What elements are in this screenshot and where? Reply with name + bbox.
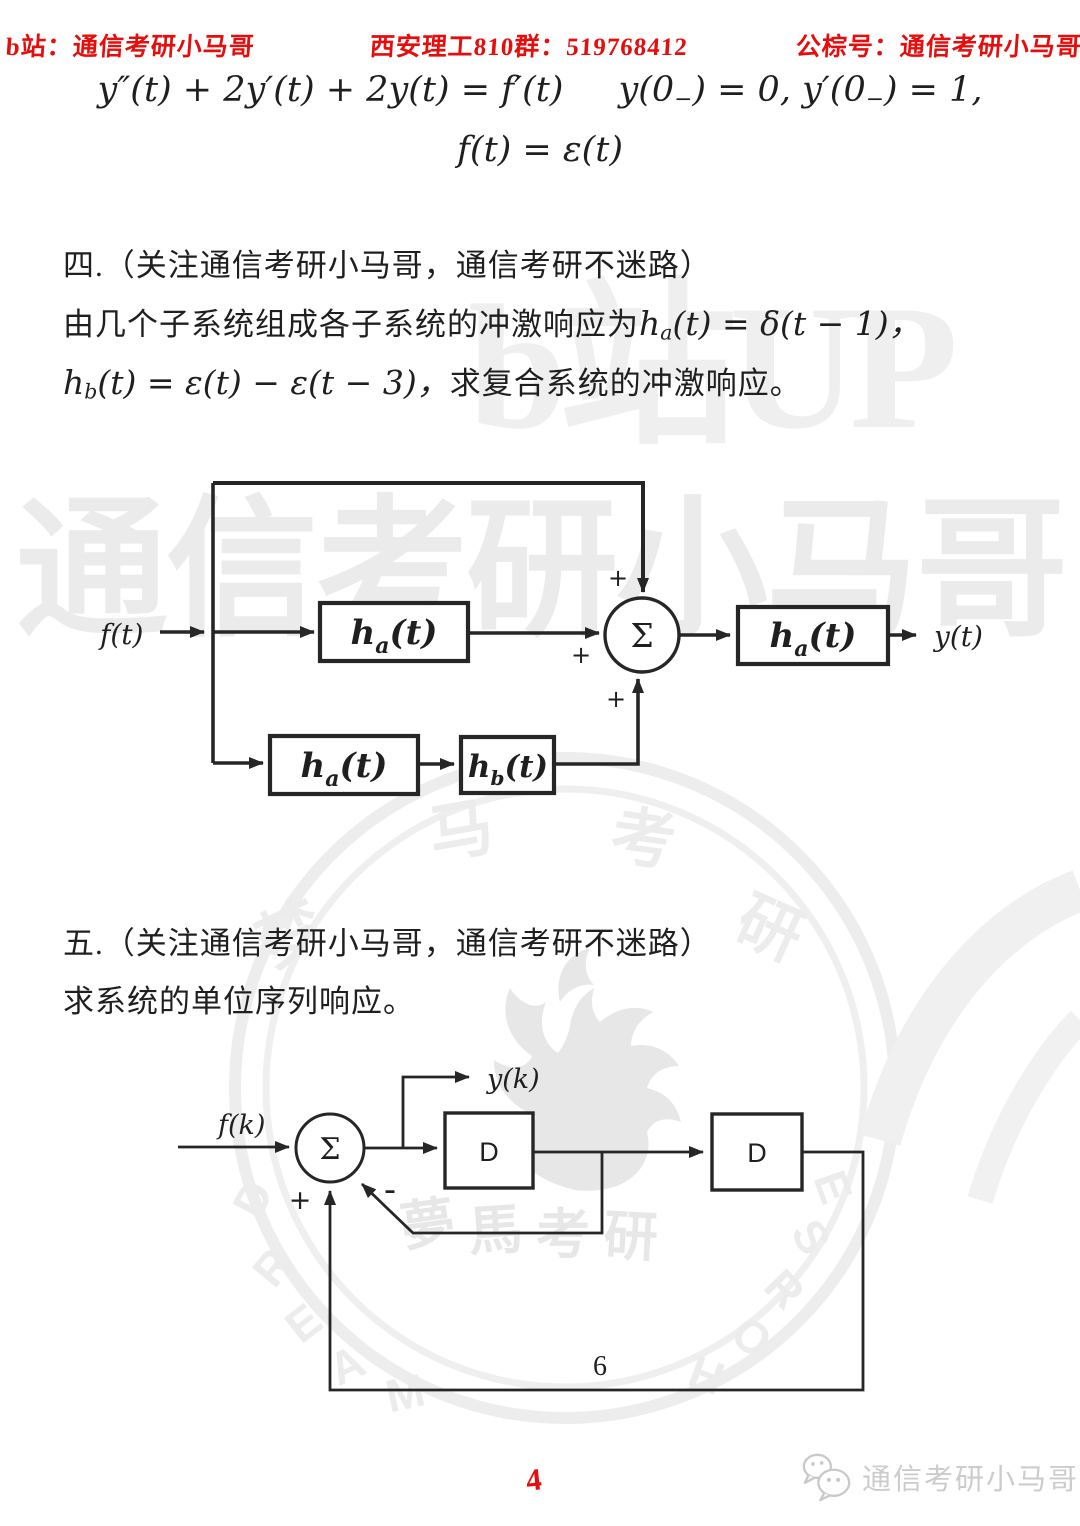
header-qq-group-label: 西安理工810群：519768412 — [368, 34, 689, 61]
sigma-symbol: Σ — [630, 616, 653, 655]
question4-body-line1: 由几个子系统组成各子系统的冲激响应为ha(t) = δ(t − 1)， — [63, 297, 922, 345]
output-signal-label: y(k) — [486, 1064, 540, 1095]
hb-impulse-response-formula: hb(t) = ε(t) − ε(t − 3)， — [63, 363, 450, 404]
question4-text-suffix: 求复合系统的冲激响应。 — [449, 366, 802, 401]
question4-text-prefix: 由几个子系统组成各子系统的冲激响应为 — [63, 307, 639, 342]
page-number: 4 — [524, 1461, 544, 1498]
summing-junction — [294, 1112, 366, 1184]
watermark-feather-stroke-small — [967, 1010, 1080, 1204]
delay-2-label: D — [747, 1138, 767, 1168]
diagram-discrete-system: f(k) y(k) Σ D D + - 6 — [178, 1064, 865, 1392]
footer-brand-label: 通信考研小马哥 — [862, 1464, 1080, 1496]
output-branch-line — [401, 1071, 470, 1148]
block-label-hb-bottom: hb(t) — [468, 749, 548, 790]
plus-sign-top: + — [608, 564, 628, 592]
equation-initial-conditions: y(0−) = 0, y′(0−) = 1, — [618, 70, 983, 112]
plus-sign: + — [289, 1185, 312, 1216]
summing-junction — [603, 596, 681, 674]
watermark-inner-ring — [262, 785, 868, 1391]
block-label-ha-middle: ha(t) — [351, 613, 438, 659]
block-label-ha-output: ha(t) — [770, 616, 857, 662]
input-signal-label: f(k) — [216, 1110, 265, 1141]
block-ha-bottom — [267, 733, 421, 797]
watermark-pegasus-wings-icon — [494, 988, 681, 1191]
equation-line-2: f(t) = ε(t) — [456, 130, 624, 170]
equation-ode: y″(t) + 2y′(t) + 2y(t) = f′(t) — [97, 70, 564, 110]
question5-title: 五.（关注通信考研小马哥，通信考研不迷路） — [63, 926, 712, 961]
question4-title: 四.（关注通信考研小马哥，通信考研不迷路） — [63, 248, 712, 283]
question5-body: 求系统的单位序列响应。 — [63, 984, 415, 1019]
watermark-pegasus-head-icon — [558, 948, 594, 1002]
block-ha-middle — [317, 600, 471, 664]
footer-brand: 通信考研小马哥 — [798, 1450, 1079, 1504]
equation-line-1: y″(t) + 2y′(t) + 2y(t) = f′(t) y(0−) = 0… — [0, 70, 1080, 110]
plus-sign-bottom: + — [606, 685, 626, 713]
header-bilibili-label: b站：通信考研小马哥 — [4, 34, 256, 61]
bottom-to-sum-line — [554, 678, 644, 766]
block-ha-output — [735, 604, 891, 667]
block-delay-1 — [443, 1111, 535, 1190]
watermark-bilibili-up-text: b站UP — [468, 268, 958, 466]
wechat-icon — [802, 1453, 851, 1502]
negative-feedback-line — [361, 1152, 604, 1235]
block-hb-bottom — [458, 734, 557, 796]
direct-path-line — [213, 481, 649, 593]
output-signal-label: y(t) — [932, 620, 983, 653]
header-wechat-label: 公棕号：通信考研小马哥 — [794, 34, 1080, 61]
input-signal-label: f(t) — [98, 618, 143, 651]
ha-impulse-response-formula: ha(t) = δ(t − 1)， — [639, 304, 922, 345]
block-label-ha-bottom: ha(t) — [301, 746, 388, 792]
delay-1-label: D — [479, 1137, 499, 1167]
plus-sign-mid: + — [571, 641, 591, 669]
positive-feedback-line — [324, 1150, 865, 1392]
block-delay-2 — [710, 1112, 804, 1192]
minus-sign: - — [384, 1170, 396, 1210]
watermark-center-char: 考 — [536, 1205, 590, 1265]
question4-body-line2: hb(t) = ε(t) − ε(t − 3)，求复合系统的冲激响应。 — [63, 356, 802, 404]
sigma-symbol: Σ — [319, 1132, 340, 1167]
diagram-composite-system: f(t) y(t) Σ + + + ha(t) ha(t) hb(t) ha(t… — [98, 481, 983, 797]
watermark-feather-stroke — [859, 870, 1080, 1146]
feedback-gain-label: 6 — [593, 1351, 607, 1382]
